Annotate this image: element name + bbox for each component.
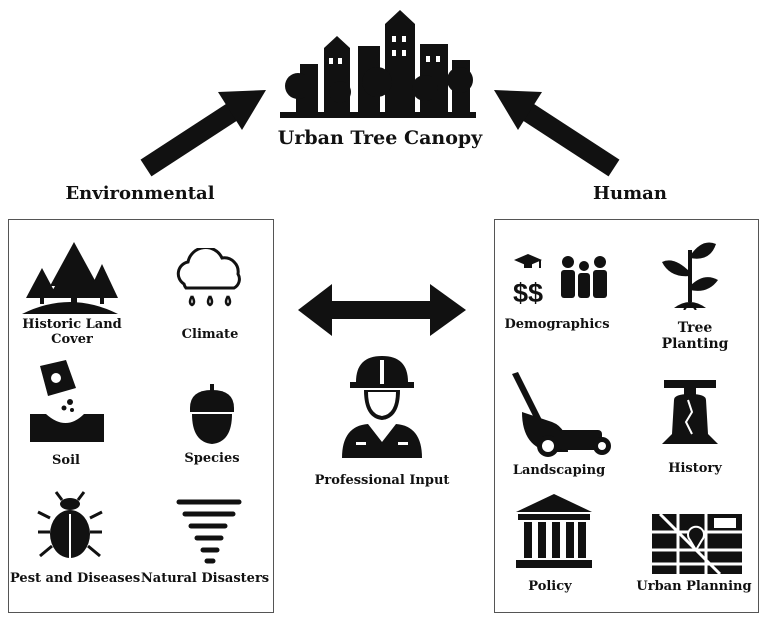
soil-bag-icon: [30, 360, 104, 442]
tornado-icon: [176, 499, 242, 564]
acorn-icon: [190, 384, 234, 444]
dollar-signs-text: $$: [513, 278, 543, 308]
seedling-icon: [662, 242, 718, 310]
soil-label: Soil: [52, 453, 80, 468]
liberty-bell-icon: [662, 380, 718, 444]
pest-diseases-label: Pest and Diseases: [10, 571, 141, 586]
natural-disasters-label: Natural Disasters: [140, 571, 270, 586]
species-label: Species: [184, 451, 240, 466]
right-arrow: [494, 90, 620, 177]
beetle-icon: [37, 491, 103, 558]
human-heading: Human: [593, 183, 667, 204]
tree-planting-label: Tree Planting: [661, 320, 729, 353]
demographics-icon: $$: [513, 254, 607, 308]
urban-planning-label: Urban Planning: [636, 579, 752, 594]
double-arrow: [298, 284, 466, 336]
lawn-mower-icon: [512, 372, 611, 457]
diagram-title: Urban Tree Canopy: [277, 127, 483, 149]
historic-land-cover-label: Historic Land Cover: [22, 317, 122, 347]
worker-icon: [342, 356, 422, 458]
city-skyline-icon: [280, 10, 476, 118]
left-arrow: [140, 90, 266, 177]
history-label: History: [668, 461, 722, 476]
cloud-rain-icon: [176, 248, 241, 307]
landscaping-label: Landscaping: [512, 463, 606, 478]
city-map-icon: [652, 512, 742, 576]
professional-input-label: Professional Input: [314, 473, 450, 488]
climate-label: Climate: [181, 327, 239, 342]
environmental-heading: Environmental: [65, 183, 215, 204]
forest-icon: [22, 242, 118, 314]
courthouse-icon: [516, 494, 592, 568]
demographics-label: Demographics: [504, 317, 610, 332]
policy-label: Policy: [528, 579, 572, 594]
